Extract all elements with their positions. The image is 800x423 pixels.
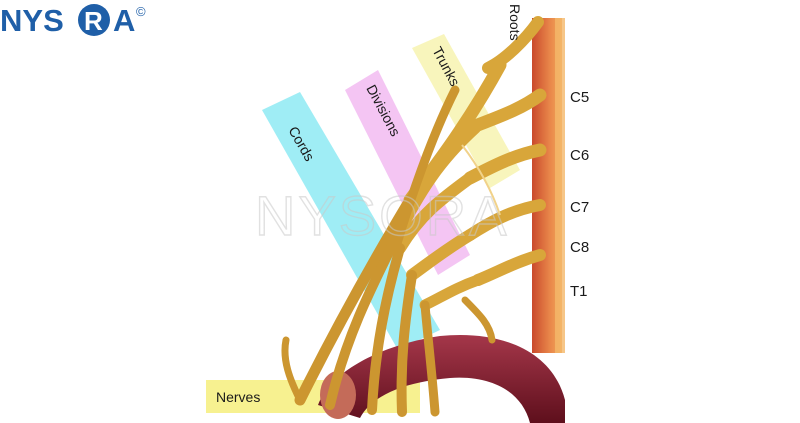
cords-band [262, 92, 440, 350]
column-edge [555, 18, 565, 353]
logo-text-right: A [113, 3, 135, 38]
level-c5: C5 [570, 89, 589, 106]
logo-copyright: © [136, 4, 146, 19]
subclavian-artery [318, 334, 565, 423]
roots-label: Roots [507, 4, 523, 41]
level-t1: T1 [570, 283, 588, 300]
divisions-band [345, 70, 470, 275]
plexus-cords [281, 85, 496, 417]
logo-circle-letter: R [84, 6, 103, 36]
logo-circle [78, 4, 110, 36]
thin-branch [461, 144, 501, 216]
level-c8: C8 [570, 239, 589, 256]
level-c7: C7 [570, 199, 589, 216]
logo-text-left: NYS [0, 3, 64, 38]
nysora-logo: NYS R A © [0, 3, 146, 38]
level-c6: C6 [570, 147, 589, 164]
nerves-label: Nerves [216, 389, 260, 405]
watermark-text: NYSORA [255, 184, 510, 247]
